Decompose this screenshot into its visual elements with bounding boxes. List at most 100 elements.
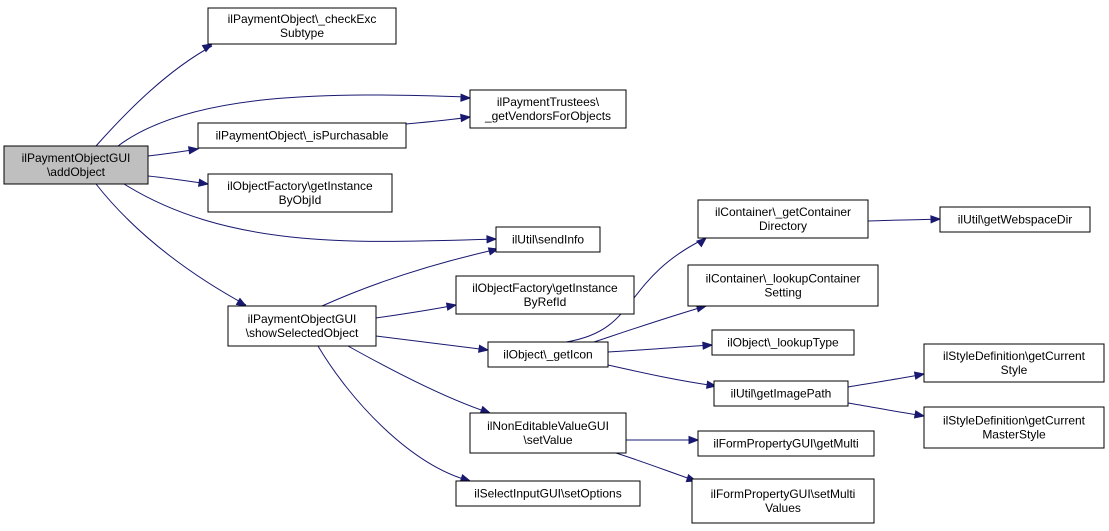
function-node[interactable]: ilPaymentObjectGUI\showSelectedObject bbox=[227, 305, 377, 347]
arrowhead bbox=[913, 410, 926, 419]
edge-n0-to-n4 bbox=[147, 175, 210, 187]
node-box bbox=[711, 329, 855, 356]
arrowhead bbox=[235, 297, 248, 307]
edge-line bbox=[593, 305, 707, 343]
node-label: ilFormPropertyGUI\getMulti bbox=[713, 437, 858, 451]
node-label: Setting bbox=[764, 286, 801, 300]
edge-n6-to-n7 bbox=[375, 302, 458, 319]
arrowhead bbox=[486, 235, 498, 244]
node-label: ilPaymentObjectGUI bbox=[248, 312, 357, 326]
edge-line bbox=[95, 183, 247, 306]
arrowhead bbox=[930, 215, 942, 224]
edge-n6-to-n9 bbox=[347, 345, 492, 414]
edge-line bbox=[347, 345, 491, 414]
arrowhead bbox=[913, 371, 926, 380]
node-label: ilStyleDefinition\getCurrent bbox=[943, 349, 1086, 363]
node-label: ilPaymentTrustees\ bbox=[497, 95, 600, 109]
edge-n0-to-n2 bbox=[117, 93, 472, 147]
function-node[interactable]: ilPaymentTrustees\_getVendorsForObjects bbox=[469, 89, 627, 129]
node-label: Directory bbox=[759, 219, 807, 233]
edge-n3-to-n2 bbox=[405, 113, 472, 125]
function-node[interactable]: ilObject\_getIcon bbox=[487, 341, 609, 368]
node-label: ilObject\_getIcon bbox=[503, 348, 592, 362]
node-box bbox=[207, 173, 393, 213]
node-label: ilContainer\_getContainer bbox=[715, 205, 851, 219]
edge-line bbox=[123, 183, 497, 242]
edge-line bbox=[117, 94, 469, 147]
function-node[interactable]: ilUtil\getWebspaceDir bbox=[939, 206, 1091, 233]
node-box bbox=[495, 226, 601, 253]
node-box bbox=[207, 7, 397, 45]
node-label: MasterStyle bbox=[982, 428, 1046, 442]
node-box bbox=[197, 122, 407, 149]
node-label: ilNonEditableValueGUI bbox=[487, 419, 609, 433]
node-label: ByObjId bbox=[279, 193, 322, 207]
function-node[interactable]: ilUtil\sendInfo bbox=[495, 226, 601, 253]
function-node[interactable]: ilUtil\getImagePath bbox=[713, 380, 849, 407]
node-label: ilContainer\_lookupContainer bbox=[706, 272, 861, 286]
edge-line bbox=[405, 116, 471, 125]
function-node[interactable]: ilObject\_lookupType bbox=[711, 329, 855, 356]
edge-n8-to-n12 bbox=[593, 304, 708, 343]
arrowhead bbox=[201, 43, 214, 53]
root-node[interactable]: ilPaymentObjectGUI\addObject bbox=[3, 145, 149, 185]
node-box bbox=[469, 89, 627, 129]
edge-n6-to-n8 bbox=[375, 335, 490, 353]
edge-line bbox=[867, 218, 941, 222]
node-layer: ilPaymentObjectGUI\addObjectilPaymentObj… bbox=[3, 7, 1105, 524]
arrowhead bbox=[445, 302, 458, 311]
node-box bbox=[697, 199, 869, 239]
node-box bbox=[455, 480, 641, 507]
edge-n8-to-n13 bbox=[607, 341, 714, 353]
node-label: ByRefId bbox=[524, 295, 567, 309]
node-label: ilUtil\getImagePath bbox=[731, 387, 832, 401]
node-box bbox=[697, 430, 875, 457]
edge-n0-to-n3 bbox=[147, 146, 200, 157]
arrowhead bbox=[460, 113, 472, 123]
node-label: ilFormPropertyGUI\setMulti bbox=[711, 487, 856, 501]
node-label: \setValue bbox=[523, 433, 572, 447]
node-label: ilObject\_lookupType bbox=[727, 336, 839, 350]
node-box bbox=[3, 145, 149, 185]
edge-line bbox=[847, 373, 925, 388]
node-box bbox=[939, 206, 1091, 233]
edge-line bbox=[95, 45, 213, 147]
edge-n9-to-n19 bbox=[615, 452, 698, 483]
arrowhead bbox=[479, 405, 492, 414]
edge-n8-to-n14 bbox=[607, 364, 718, 389]
arrowhead bbox=[460, 93, 472, 102]
node-box bbox=[923, 406, 1105, 449]
edge-n11-to-n15 bbox=[867, 215, 942, 224]
node-label: ilObjectFactory\getInstance bbox=[227, 179, 373, 193]
node-label: ilPaymentObjectGUI bbox=[22, 151, 131, 165]
node-box bbox=[455, 275, 635, 315]
function-node[interactable]: ilNonEditableValueGUI\setValue bbox=[469, 412, 627, 454]
node-label: ilPaymentObject\_isPurchasable bbox=[216, 129, 389, 143]
arrowhead bbox=[696, 237, 708, 248]
node-label: Style bbox=[1001, 363, 1028, 377]
edge-line bbox=[321, 248, 499, 307]
node-box bbox=[713, 380, 849, 407]
function-node[interactable]: ilPaymentObject\_isPurchasable bbox=[197, 122, 407, 149]
edge-n14-to-n17 bbox=[847, 402, 926, 419]
function-node[interactable]: ilFormPropertyGUI\getMulti bbox=[697, 430, 875, 457]
node-box bbox=[691, 478, 875, 524]
edge-n6-to-n10 bbox=[317, 345, 472, 483]
node-box bbox=[487, 341, 609, 368]
arrowhead bbox=[702, 341, 714, 350]
function-node[interactable]: ilSelectInputGUI\setOptions bbox=[455, 480, 641, 507]
edge-n9-to-n18 bbox=[626, 435, 700, 445]
node-label: \showSelectedObject bbox=[246, 326, 359, 340]
node-box bbox=[687, 264, 879, 307]
node-label: Values bbox=[765, 501, 801, 515]
edge-n14-to-n16 bbox=[847, 371, 926, 388]
